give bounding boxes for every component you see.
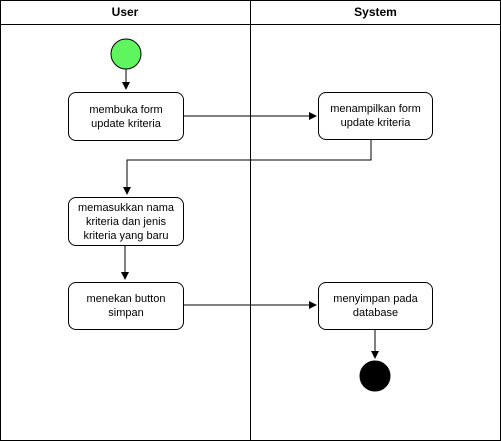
action-save-to-database: menyimpan pada database [318, 282, 433, 330]
action-show-update-form: menampilkan form update kriteria [318, 92, 433, 140]
action-label: membuka form update kriteria [89, 103, 163, 130]
action-label: memasukkan nama kriteria dan jenis krite… [78, 201, 174, 242]
start-node [110, 38, 142, 70]
action-open-update-form: membuka form update kriteria [68, 92, 184, 141]
lane-title-user: User [111, 5, 139, 19]
action-label: menyimpan pada database [333, 293, 418, 319]
end-node [359, 360, 391, 392]
action-label: menekan button simpan [86, 293, 166, 319]
action-label: menampilkan form update kriteria [330, 103, 421, 129]
action-enter-criteria: memasukkan nama kriteria dan jenis krite… [68, 197, 184, 246]
action-press-save-button: menekan button simpan [68, 282, 184, 330]
flow-a2-to-a3 [123, 140, 372, 195]
lane-title-system: System [354, 5, 397, 19]
